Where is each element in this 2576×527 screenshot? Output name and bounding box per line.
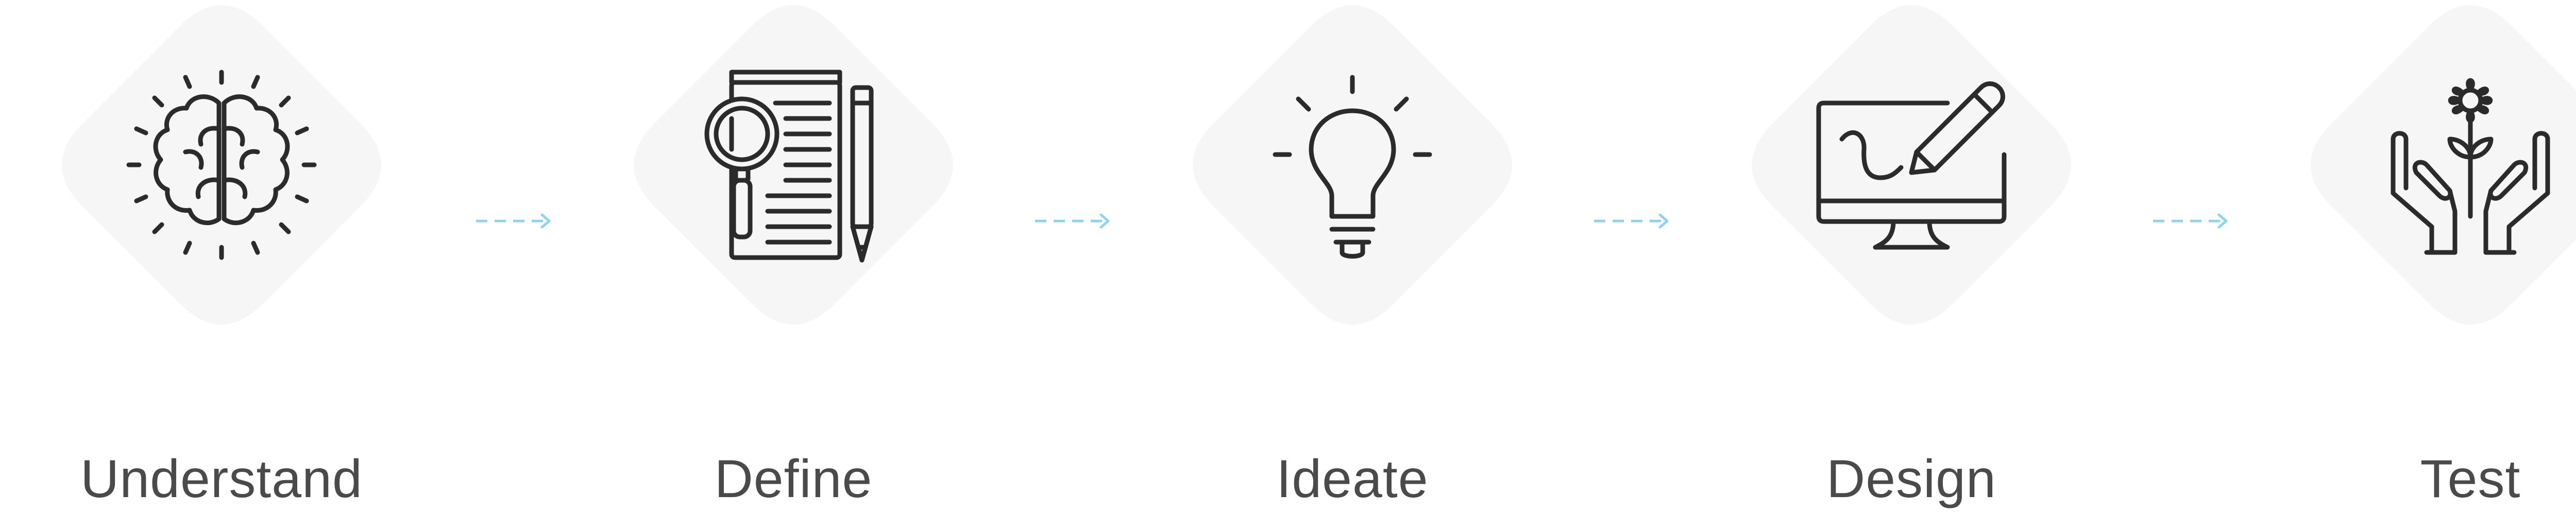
step-define: Define — [629, 0, 958, 527]
brain-icon — [126, 70, 317, 260]
lightbulb-icon — [1273, 75, 1432, 259]
step-ideate: Ideate — [1188, 0, 1517, 527]
step-label: Understand — [80, 449, 363, 509]
step-label: Ideate — [1276, 449, 1429, 509]
step-tile — [1193, 5, 1512, 325]
step-test: Test — [2306, 0, 2576, 527]
step-tile — [62, 5, 381, 325]
step-label: Define — [714, 449, 873, 509]
rounded-diamond-background — [62, 5, 381, 325]
step-label: Test — [2420, 449, 2521, 509]
dashed-arrow — [1035, 213, 1110, 229]
document-magnifier-pencil-icon — [704, 70, 874, 263]
dashed-arrow — [2153, 213, 2228, 229]
step-understand: Understand — [57, 0, 386, 527]
step-label: Design — [1826, 449, 1996, 509]
hands-flower-icon — [2391, 78, 2550, 255]
step-design: Design — [1747, 0, 2076, 527]
dashed-arrow — [1594, 213, 1669, 229]
monitor-pen-icon — [1816, 81, 2007, 250]
dashed-arrow — [476, 213, 551, 229]
rounded-diamond-background — [1193, 5, 1512, 325]
